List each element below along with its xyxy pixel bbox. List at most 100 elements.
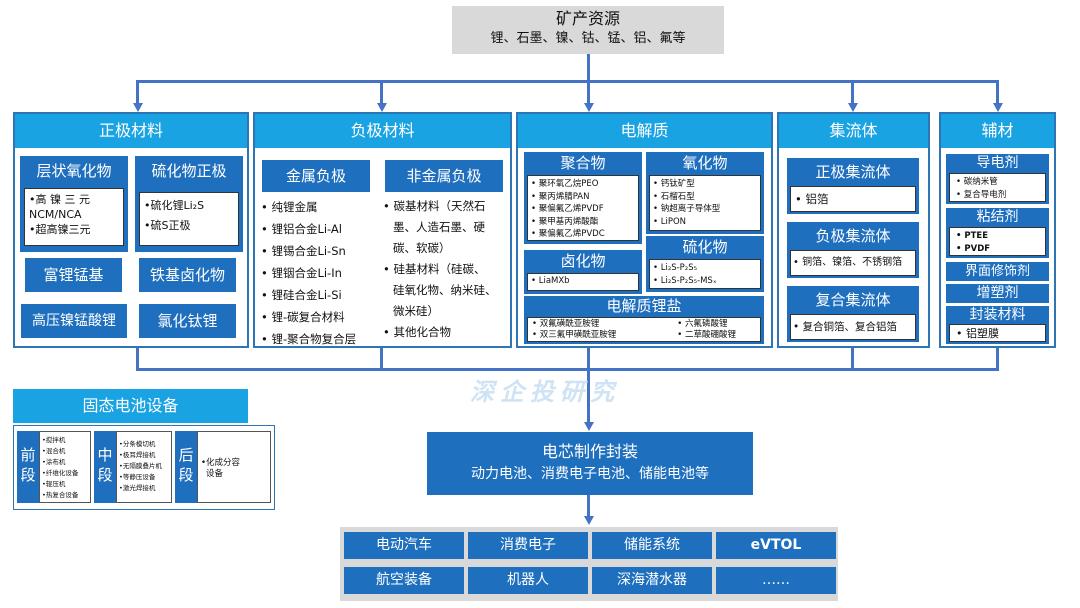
list-item: 墨、人造石墨、硬 — [393, 220, 485, 234]
sulfide-cathode-block: 硫化物正极 •硫化锂Li₂S •硫S正极 — [135, 156, 243, 252]
list-item: •混合机 — [42, 447, 66, 455]
back-stage-text: 后段 — [178, 446, 194, 484]
sulfide-electrolyte-block: 硫化物 • Li₂S-P₂S₅ • Li₂S-P₂S₅-MSₓ — [646, 236, 764, 292]
salt-items-right: • 六氟磷酸锂 • 二草酸硼酸锂 — [677, 319, 756, 340]
list-item: • LiPON — [653, 216, 686, 227]
list-item: • 聚甲基丙烯酸酯 — [531, 216, 599, 227]
list-item: • 锂铟合金Li-In — [261, 266, 342, 280]
plasticizer-block: 增塑剂 — [946, 284, 1049, 303]
positive-collector-label: 正极集流体 — [815, 163, 891, 181]
connector — [380, 80, 383, 104]
connector — [996, 348, 999, 370]
list-item: •硫化锂Li₂S — [144, 199, 205, 212]
list-item: • 碳基材料（天然石 — [383, 199, 486, 213]
composite-collector-label: 复合集流体 — [815, 291, 891, 309]
list-item: • 双氟磺酰亚胺锂 — [532, 319, 600, 329]
list-item: •涂布机 — [42, 458, 66, 466]
connector — [136, 80, 999, 83]
mineral-title: 矿产资源 — [555, 9, 620, 28]
sulfide-electrolyte-items: • Li₂S-P₂S₅ • Li₂S-P₂S₅-MSₓ — [649, 259, 761, 289]
connector — [851, 348, 854, 370]
list-item: •热复合设备 — [42, 491, 79, 499]
app-deep-sea: 深海潜水器 — [592, 567, 712, 594]
connector — [380, 348, 383, 370]
connector — [136, 348, 139, 370]
list-item: • 碳纳米管 — [956, 177, 998, 187]
list-item: • 铝箔 — [795, 192, 829, 206]
list-item: • 聚环氧乙烷PEO — [531, 179, 599, 189]
list-item: •分条模切机 — [119, 440, 156, 448]
negative-collector-label: 负极集流体 — [815, 227, 891, 245]
oxide-items: • 钙钛矿型 • 石榴石型 • 钠超离子导体型 • LiPON — [649, 175, 761, 231]
conductive-items: • 碳纳米管 • 复合导电剂 — [949, 173, 1046, 202]
li-ti-cl-block: 氯化钛锂 — [139, 304, 236, 338]
aux-title: 辅材 — [941, 114, 1054, 148]
binder-items: • PTEE • PVDF — [949, 227, 1046, 256]
list-item: • 复合导电剂 — [956, 189, 1007, 200]
electrolyte-title: 电解质 — [518, 114, 771, 148]
list-item: • 其他化合物 — [383, 325, 451, 339]
list-item: • PTEE — [956, 231, 989, 241]
list-item: 微米硅） — [393, 304, 439, 318]
salt-block: 电解质锂盐 • 双氟磺酰亚胺锂 • 双三氟甲磺酰亚胺锂 • 六氟磷酸锂 • 二草… — [524, 296, 764, 344]
middle-stage-label: 中段 — [94, 431, 116, 503]
app-aviation: 航空装备 — [344, 567, 464, 594]
connector — [587, 495, 590, 517]
arrow-icon — [584, 422, 594, 431]
positive-collector-items: • 铝箔 — [790, 186, 916, 212]
list-item: •激光焊接机 — [119, 484, 156, 492]
connector — [136, 80, 139, 104]
polymer-items: • 聚环氧乙烷PEO • 聚丙烯腈PAN • 聚偏氟乙烯PVDF • 聚甲基丙烯… — [527, 175, 639, 241]
list-item: •高 镍 三 元 NCM/NCA — [29, 193, 90, 221]
arrow-icon — [584, 516, 594, 525]
halide-items: • LiaMXb — [527, 273, 639, 291]
mineral-resources-box: 矿产资源 锂、石墨、镍、钴、锰、铝、氟等 — [452, 6, 724, 54]
list-item: 碳、软碳） — [393, 241, 451, 255]
list-item: • 锂硅合金Li-Si — [261, 288, 342, 302]
layered-oxide-items: •高 镍 三 元 NCM/NCA •超高镍三元 — [24, 188, 124, 246]
list-item: • LiaMXb — [531, 276, 570, 286]
cathode-column: 正极材料 层状氧化物 •高 镍 三 元 NCM/NCA •超高镍三元 硫化物正极… — [13, 112, 249, 348]
connector — [996, 80, 999, 104]
app-consumer: 消费电子 — [468, 532, 588, 559]
list-item: • 双三氟甲磺酰亚胺锂 — [532, 330, 617, 340]
electrolyte-column: 电解质 聚合物 • 聚环氧乙烷PEO • 聚丙烯腈PAN • 聚偏氟乙烯PVDF… — [516, 112, 773, 348]
equipment-box: 前段 •搅拌机 •混合机 •涂布机 •纤维化设备 •辊压机 •热复合设备 中段 … — [13, 425, 275, 510]
oxide-block: 氧化物 • 钙钛矿型 • 石榴石型 • 钠超离子导体型 • LiPON — [646, 152, 764, 234]
conductive-label: 导电剂 — [976, 155, 1019, 171]
app-robot: 机器人 — [468, 567, 588, 594]
polymer-label: 聚合物 — [560, 154, 606, 172]
composite-collector-items: • 复合铜箔、复合铝箔 — [790, 314, 916, 340]
aux-column: 辅材 导电剂 • 碳纳米管 • 复合导电剂 粘结剂 • PTEE • PVDF … — [939, 112, 1056, 348]
salt-label: 电解质锂盐 — [606, 297, 682, 315]
cell-packaging-box: 电芯制作封装 动力电池、消费电子电池、储能电池等 — [427, 432, 753, 495]
packaging-block: 封装材料 • 铝塑膜 — [946, 306, 1049, 344]
list-item: • 锂铝合金Li-Al — [261, 222, 342, 236]
negative-collector-block: 负极集流体 • 铜箔、镍箔、不锈钢箔 — [787, 222, 919, 278]
back-stage-items: •化成分容 设备 — [197, 431, 271, 503]
connector — [136, 368, 999, 371]
front-stage-text: 前段 — [20, 446, 36, 484]
layered-oxide-block: 层状氧化物 •高 镍 三 元 NCM/NCA •超高镍三元 — [20, 156, 128, 252]
list-item: •极耳焊接机 — [119, 451, 156, 459]
front-stage-label: 前段 — [17, 431, 39, 503]
connector — [851, 80, 854, 104]
list-item: • 锂-碳复合材料 — [261, 310, 345, 324]
list-item: 硅氧化物、纳米硅、 — [393, 283, 497, 297]
collector-column: 集流体 正极集流体 • 铝箔 负极集流体 • 铜箔、镍箔、不锈钢箔 复合集流体 … — [777, 112, 930, 348]
mineral-subtitle: 锂、石墨、镍、钴、锰、铝、氟等 — [490, 31, 686, 46]
list-item: 设备 — [206, 469, 224, 479]
composite-collector-block: 复合集流体 • 复合铜箔、复合铝箔 — [787, 286, 919, 342]
list-item: • 二草酸硼酸锂 — [677, 330, 736, 340]
list-item: • 聚偏氟乙烯PVDF — [531, 204, 604, 214]
list-item: • 钙钛矿型 — [653, 179, 695, 189]
binder-label: 粘结剂 — [976, 209, 1019, 225]
anode-title: 负极材料 — [255, 114, 510, 148]
applications-panel: 电动汽车 消费电子 储能系统 eVTOL 航空装备 机器人 深海潜水器 …… — [340, 527, 838, 601]
packaging-label: 封装材料 — [969, 307, 1026, 323]
cell-subtitle: 动力电池、消费电子电池、储能电池等 — [471, 466, 709, 482]
list-item: • 钠超离子导体型 — [653, 204, 721, 214]
middle-stage-text: 中段 — [97, 446, 113, 484]
list-item: • 六氟磷酸锂 — [677, 319, 728, 329]
arrow-icon — [848, 103, 858, 112]
